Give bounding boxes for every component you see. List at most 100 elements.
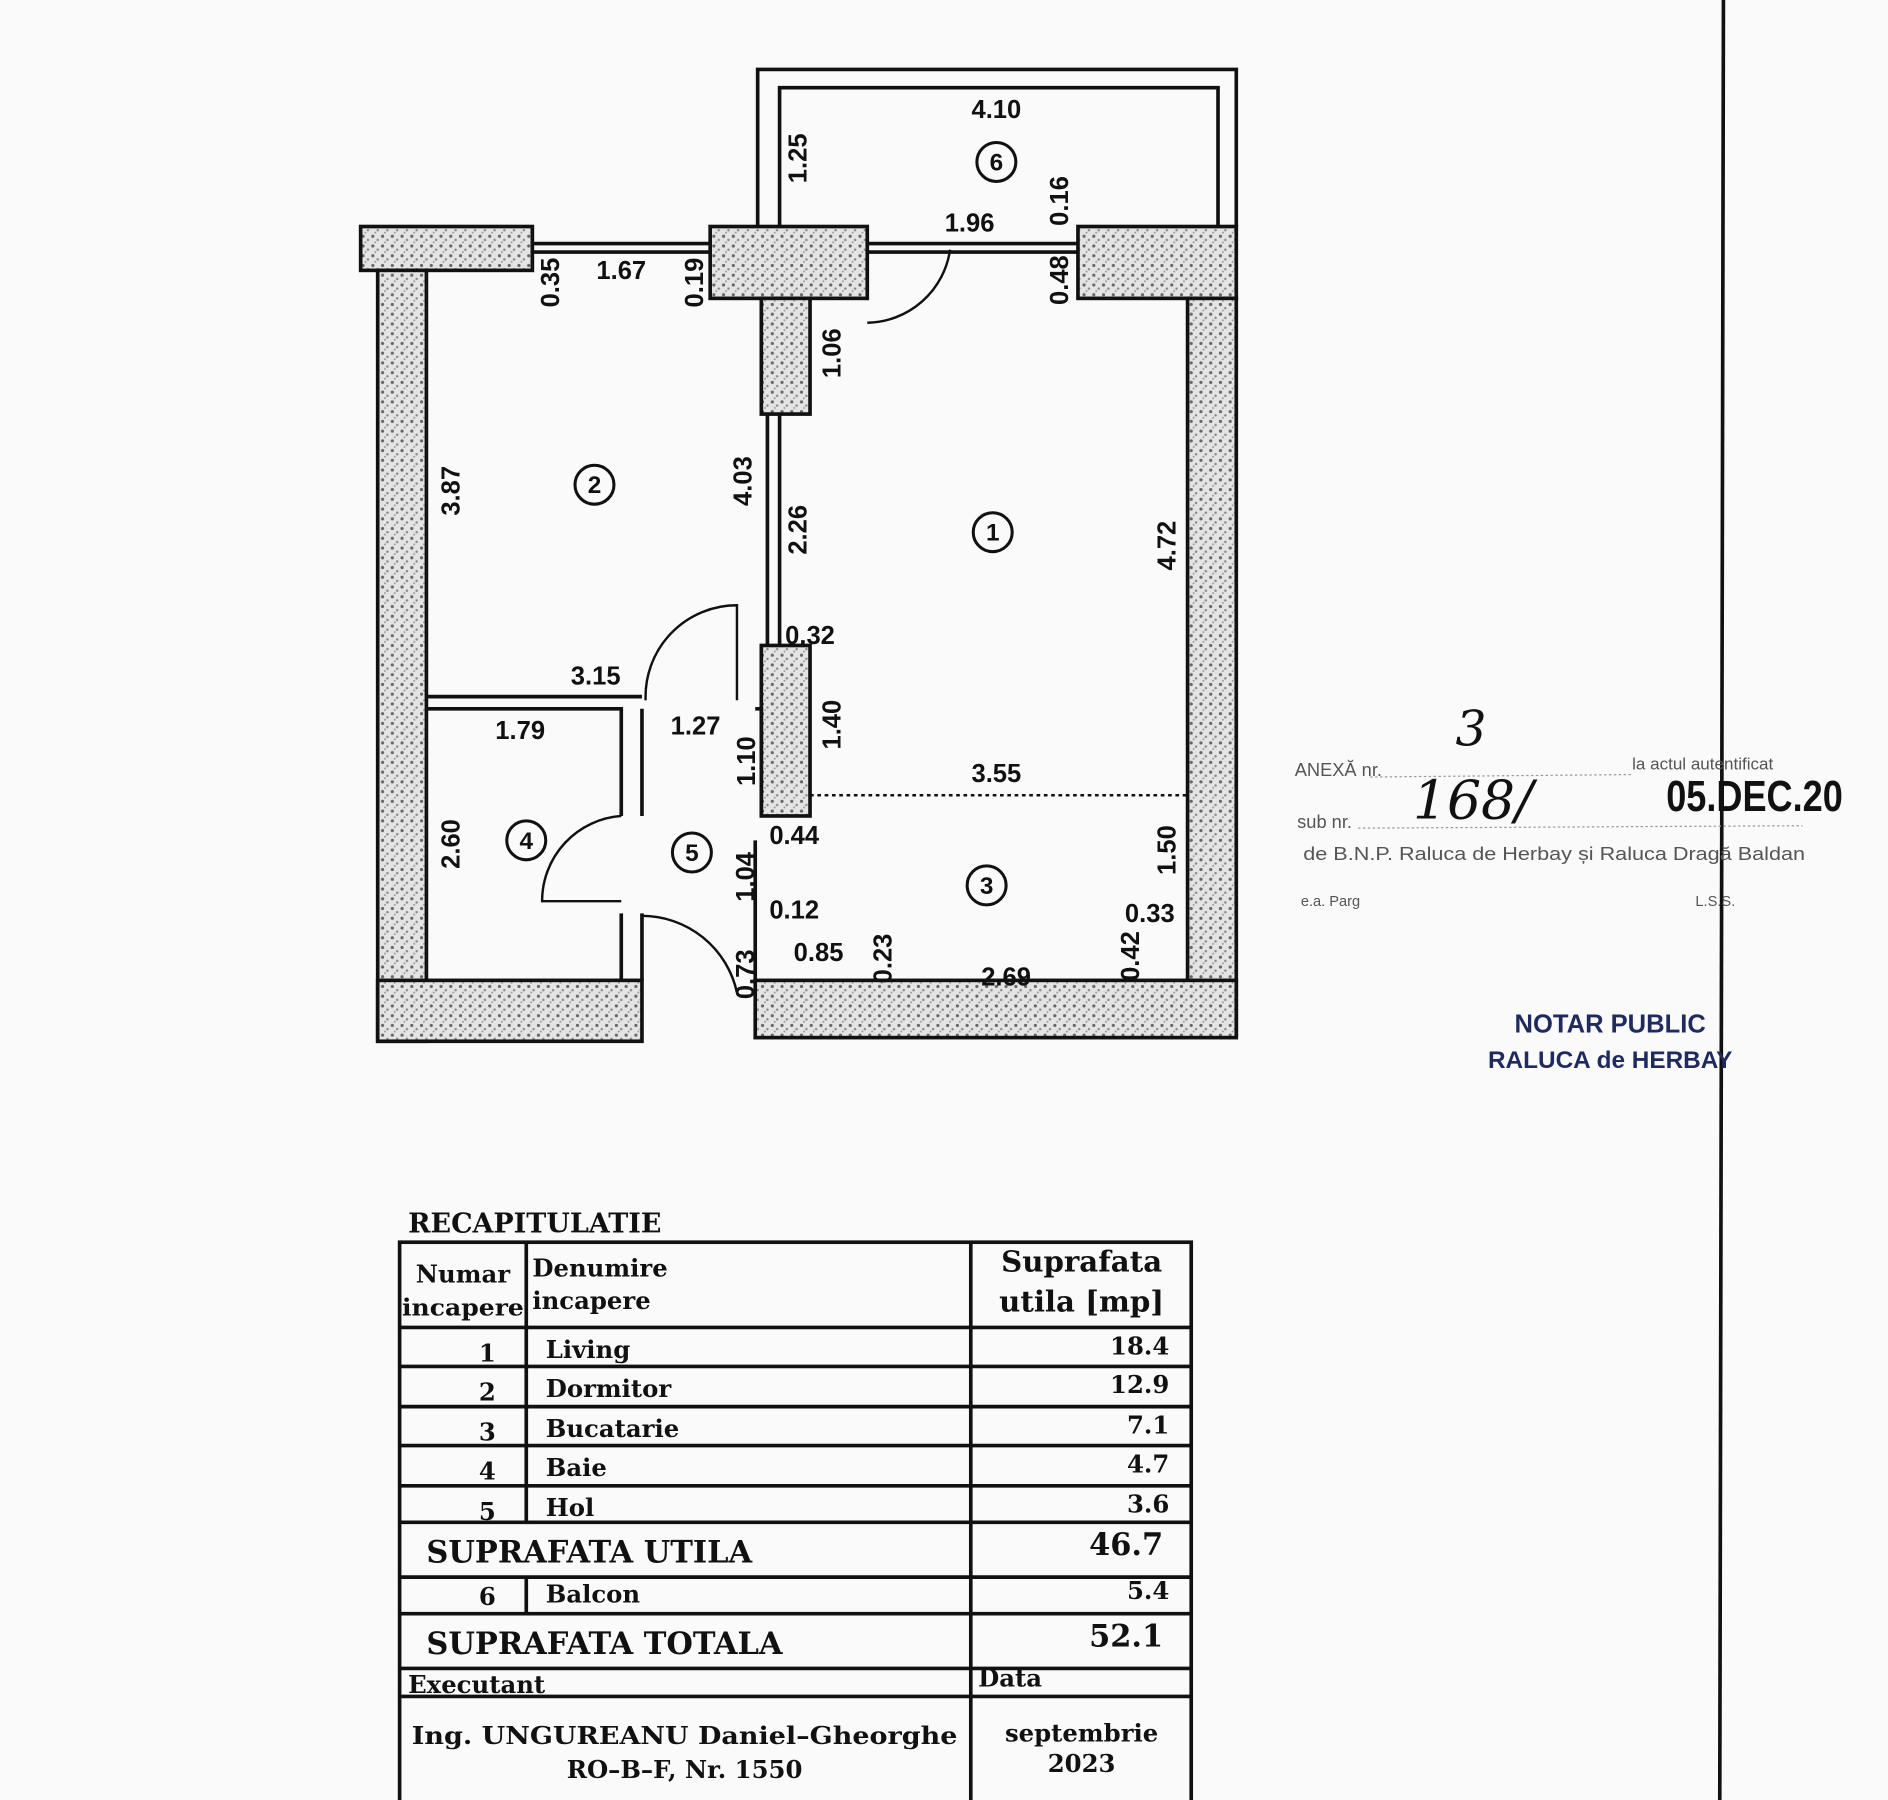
wall-left [375,268,429,1044]
dimension-label: 0.16 [1046,176,1074,226]
dimension-label: 2.69 [981,963,1031,991]
room-markers: 1 2 3 4 5 6 [505,140,1018,907]
summary-table: RECAPITULATIE Numar incapere Denumire in… [397,1208,1194,1800]
executant-label: Executant [408,1670,546,1699]
dimension-label: 1.79 [495,717,545,745]
row-name: Baie [546,1453,607,1482]
dimension-label: 1.40 [818,700,846,750]
room-number: 2 [588,472,602,499]
partition [755,706,764,816]
door-arc [540,814,622,903]
dimension-label: 3.87 [437,466,465,516]
executant-name: Ing. UNGUREANU Daniel–Gheorghe [412,1721,958,1750]
dimension-label: 0.32 [785,622,835,650]
room-number: 1 [986,520,1000,547]
dimension-label: 1.67 [596,257,646,285]
dimension-label: 0.23 [870,934,898,984]
dimension-label: 1.27 [671,712,721,740]
dimension-label: 1.06 [818,328,846,378]
partition [765,414,782,646]
useful-area-label: SUPRAFATA UTILA [426,1535,752,1571]
dimension-label: 0.19 [681,258,709,308]
left-initials: e.a. Parg [1301,894,1360,910]
row-area: 7.1 [1127,1410,1169,1439]
room-circle [971,511,1014,554]
right-initials: L.S.S. [1695,894,1735,910]
room-circle [965,864,1008,907]
sub-number: 168/ [1413,768,1538,831]
dimension-label: 2.60 [437,819,465,869]
sub-label: sub nr. [1297,811,1352,832]
anexa-number: 3 [1456,701,1487,757]
row-area: 18.4 [1110,1331,1169,1360]
wall [759,643,812,818]
room-number: 3 [980,873,994,900]
walls [358,224,1239,1044]
table-grid [397,1240,1194,1800]
table-title: RECAPITULATIE [408,1208,661,1239]
dimension-label: 0.85 [794,939,844,967]
notary-title: NOTAR PUBLIC [1515,1011,1706,1039]
doors [540,249,1188,993]
dimension-label: 3.55 [971,760,1021,788]
room-number: 5 [685,840,699,867]
wall [1076,224,1239,301]
dimension-label: 3.15 [571,662,621,690]
balcony-area: 5.4 [1127,1576,1169,1605]
row-area: 12.9 [1110,1370,1169,1399]
balcony-outline [755,67,1239,227]
door-arc [641,914,739,993]
dimension-label: 0.12 [769,896,819,924]
row-number: 1 [479,1339,496,1368]
row-name: Bucatarie [546,1414,679,1443]
date-month: septembrie [1005,1719,1158,1748]
room-circle [573,463,616,506]
header-name: Denumire [532,1253,667,1282]
date-label: Data [978,1664,1042,1693]
bnp-line: de B.N.P. Raluca de Herbay și Raluca Dra… [1303,843,1805,864]
row-name: Hol [546,1493,595,1522]
dimension-label: 4.72 [1153,521,1181,571]
dimension-label: 0.35 [537,258,565,308]
notary-name: RALUCA de HERBAY [1488,1047,1732,1074]
anexa-label: ANEXĂ nr. [1295,759,1382,780]
margin-line [1717,0,1726,1800]
wall-bottom [753,978,1239,1040]
notary-stamp: ANEXĂ nr. 3 168/ la actul autentificat 0… [1295,701,1843,1074]
dimension-label: 0.48 [1046,255,1074,305]
date-year: 2023 [1048,1749,1116,1778]
row-name: Dormitor [546,1374,673,1403]
room-number: 4 [519,828,533,855]
room-number: 6 [990,150,1004,177]
wall-right [1185,296,1239,1038]
room-circle [975,140,1018,183]
header-area: Suprafata [1001,1244,1162,1278]
row-name: Living [546,1335,630,1364]
partition [426,694,644,981]
dimension-label: 1.25 [784,133,812,183]
total-area-value: 52.1 [1089,1619,1163,1655]
door-arc [867,249,952,324]
header-number: incapere [402,1294,524,1321]
dimension-label: 4.03 [730,456,758,506]
header-area: utila [mp] [999,1285,1164,1319]
dimension-label: 0.33 [1125,900,1175,928]
useful-area-value: 46.7 [1089,1527,1163,1563]
header-number: Numar [416,1259,511,1288]
balcony-name: Balcon [546,1580,641,1609]
executant-license: RO–B–F, Nr. 1550 [567,1755,803,1784]
dimension-label: 0.42 [1117,931,1145,981]
act-label: la actul autentificat [1632,755,1773,774]
dimension-label: 1.04 [732,851,760,902]
dimension-label: 0.73 [732,949,760,999]
wall [358,224,535,273]
balcony-number: 6 [479,1582,496,1611]
thin-walls [426,67,1239,981]
row-number: 5 [479,1497,496,1526]
dimension-label: 1.50 [1153,825,1181,875]
dimension-label: 1.96 [945,209,995,237]
